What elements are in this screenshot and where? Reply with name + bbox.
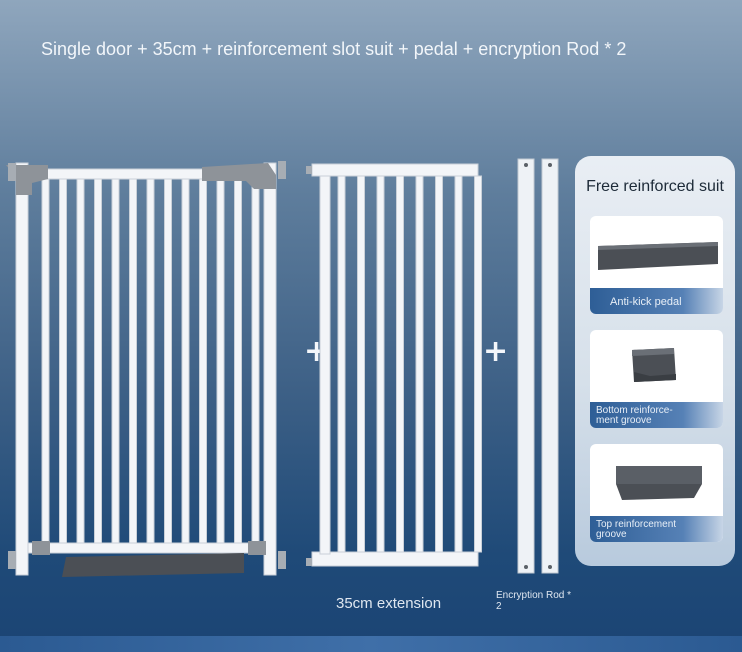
bar bbox=[337, 175, 346, 553]
suit-item-anti-kick-pedal: Anti-kick pedal bbox=[590, 216, 723, 314]
bar bbox=[216, 178, 225, 544]
extension-caption: 35cm extension bbox=[336, 595, 442, 612]
bar bbox=[41, 178, 50, 544]
suit-item-bottom-groove: Bottom reinforce- ment groove bbox=[590, 330, 723, 428]
free-suit-card: Free reinforced suit Anti-kick pedal Bot… bbox=[575, 156, 735, 566]
rod-caption: Encryption Rod * 2 bbox=[496, 590, 571, 612]
bar bbox=[396, 175, 404, 553]
gate-door-image bbox=[6, 161, 286, 577]
suit-item-top-groove: Top reinforcement groove bbox=[590, 444, 723, 542]
item-label: Bottom reinforce- ment groove bbox=[596, 406, 716, 426]
bar bbox=[376, 175, 385, 553]
item-label-line1: Top reinforcement bbox=[596, 519, 677, 530]
item-label-line2: groove bbox=[596, 529, 627, 540]
bar bbox=[111, 178, 120, 544]
bar bbox=[251, 178, 260, 544]
gate-brackets bbox=[6, 161, 286, 569]
bar bbox=[357, 175, 365, 553]
item-band bbox=[590, 516, 723, 542]
extension-panel-image bbox=[306, 163, 482, 567]
top-groove-image bbox=[616, 466, 702, 500]
bar bbox=[199, 178, 207, 544]
item-label-line2: ment groove bbox=[596, 415, 652, 426]
item-label: Top reinforcement groove bbox=[596, 520, 716, 540]
anti-kick-pedal-image bbox=[598, 242, 718, 270]
gate-frame bbox=[15, 162, 277, 576]
bar bbox=[146, 178, 155, 544]
gate-bars bbox=[41, 178, 260, 544]
bar bbox=[435, 175, 443, 553]
bar bbox=[474, 175, 482, 553]
extension-bars bbox=[337, 175, 482, 553]
encryption-rods-image bbox=[517, 158, 559, 574]
item-label-line1: Bottom reinforce- bbox=[596, 405, 673, 416]
free-suit-title: Free reinforced suit bbox=[586, 178, 724, 195]
bar bbox=[164, 178, 172, 544]
plus-sign-2: + bbox=[483, 334, 509, 369]
bar bbox=[94, 178, 102, 544]
item-band bbox=[590, 402, 723, 428]
bar bbox=[129, 178, 137, 544]
bar bbox=[234, 178, 242, 544]
item-label: Anti-kick pedal bbox=[610, 296, 682, 308]
bar bbox=[181, 178, 190, 544]
product-headline: Single door + 35cm + reinforcement slot … bbox=[41, 39, 627, 59]
item-band bbox=[590, 288, 723, 314]
bar bbox=[59, 178, 67, 544]
bar bbox=[415, 175, 424, 553]
bar bbox=[454, 175, 463, 553]
bottom-groove-image bbox=[632, 348, 676, 382]
bar bbox=[76, 178, 85, 544]
gate-pedal bbox=[62, 553, 244, 577]
bottom-bar bbox=[0, 636, 742, 652]
rod-caption-line2: 2 bbox=[496, 601, 502, 612]
rod-caption-line1: Encryption Rod * bbox=[496, 590, 572, 601]
